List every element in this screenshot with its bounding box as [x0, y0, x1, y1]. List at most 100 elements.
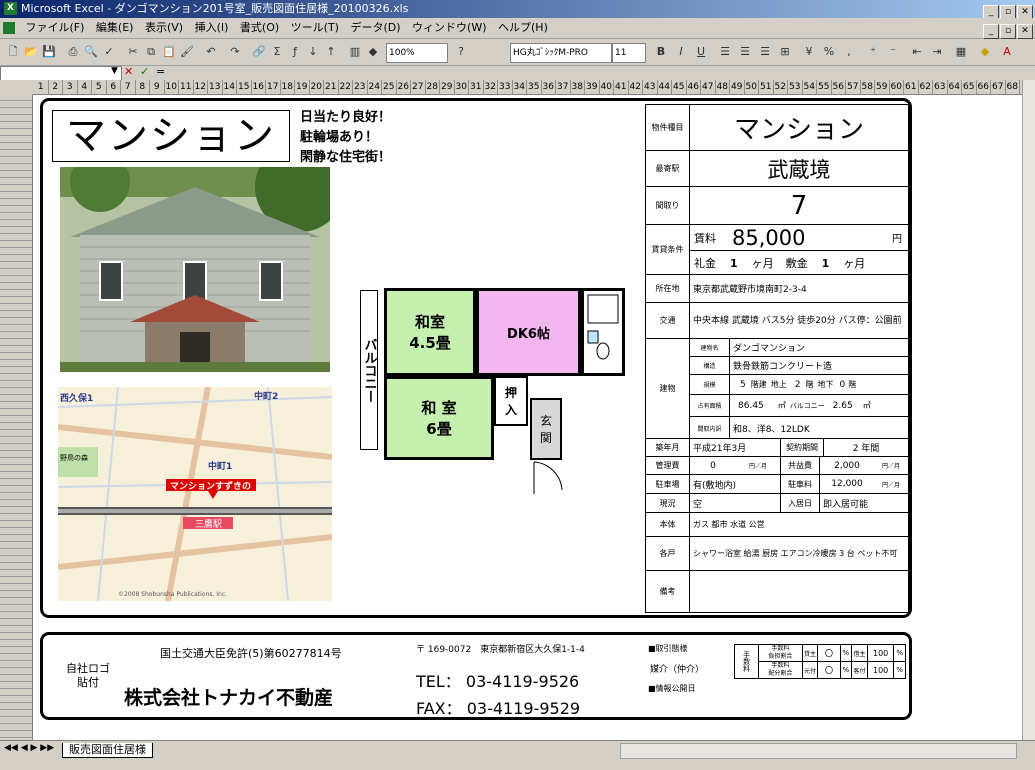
- column-header[interactable]: 37: [556, 80, 571, 94]
- column-header[interactable]: 58: [861, 80, 875, 94]
- column-header[interactable]: 22: [339, 80, 353, 94]
- doc-restore-button[interactable]: ▫: [1000, 24, 1016, 39]
- print-preview-icon[interactable]: 🔍: [84, 45, 98, 58]
- column-header[interactable]: 62: [919, 80, 933, 94]
- redo-icon[interactable]: ↷: [230, 45, 240, 58]
- column-header[interactable]: 6: [107, 80, 121, 94]
- column-header[interactable]: 26: [397, 80, 411, 94]
- font-name-select[interactable]: HG丸ｺﾞｼｯｸM-PRO: [510, 43, 612, 63]
- name-box[interactable]: [0, 66, 122, 81]
- column-header[interactable]: 10: [165, 80, 179, 94]
- menu-insert[interactable]: 挿入(I): [194, 21, 229, 34]
- menu-window[interactable]: ウィンドウ(W): [412, 21, 487, 34]
- increase-decimal-icon[interactable]: ⁺: [870, 45, 876, 58]
- column-header[interactable]: 12: [194, 80, 208, 94]
- undo-icon[interactable]: ↶: [206, 45, 216, 58]
- font-size-select[interactable]: 11: [612, 43, 646, 63]
- sheet-tab-active[interactable]: 販売図面住居様: [62, 743, 153, 758]
- column-header[interactable]: 1: [34, 80, 49, 94]
- column-header[interactable]: 21: [324, 80, 339, 94]
- column-header[interactable]: 23: [353, 80, 368, 94]
- column-header[interactable]: 39: [585, 80, 600, 94]
- doc-minimize-button[interactable]: _: [983, 24, 999, 39]
- column-header[interactable]: 64: [948, 80, 962, 94]
- vertical-scrollbar[interactable]: [1022, 80, 1035, 740]
- column-header[interactable]: 30: [455, 80, 469, 94]
- column-header[interactable]: 43: [643, 80, 658, 94]
- column-header[interactable]: 13: [208, 80, 223, 94]
- decrease-decimal-icon[interactable]: ⁻: [890, 45, 896, 58]
- column-header[interactable]: 66: [977, 80, 991, 94]
- column-header[interactable]: 15: [237, 80, 252, 94]
- column-header[interactable]: 19: [295, 80, 310, 94]
- column-header[interactable]: 9: [150, 80, 165, 94]
- name-box-dropdown-icon[interactable]: ▼: [111, 66, 118, 76]
- paste-icon[interactable]: 📋: [162, 45, 176, 58]
- cut-icon[interactable]: ✂: [128, 45, 138, 58]
- menu-file[interactable]: ファイル(F): [25, 21, 85, 34]
- column-header[interactable]: 14: [223, 80, 237, 94]
- save-icon[interactable]: 💾: [42, 45, 56, 58]
- restore-button[interactable]: ▫: [1000, 5, 1016, 20]
- column-header[interactable]: 33: [498, 80, 513, 94]
- column-header[interactable]: 29: [440, 80, 455, 94]
- open-icon[interactable]: 📂: [24, 45, 38, 58]
- column-header[interactable]: 45: [672, 80, 687, 94]
- column-header[interactable]: 52: [774, 80, 788, 94]
- autosum-icon[interactable]: Σ: [273, 45, 281, 58]
- column-header[interactable]: 48: [716, 80, 730, 94]
- sort-desc-icon[interactable]: ↑: [326, 45, 336, 58]
- column-header[interactable]: 63: [933, 80, 948, 94]
- column-header[interactable]: 5: [92, 80, 107, 94]
- increase-indent-icon[interactable]: ⇥: [932, 45, 942, 58]
- column-header[interactable]: 3: [63, 80, 78, 94]
- column-header[interactable]: 36: [542, 80, 556, 94]
- bold-button[interactable]: B: [656, 45, 666, 58]
- drawing-icon[interactable]: ◆: [368, 45, 378, 58]
- column-header[interactable]: 68: [1006, 80, 1020, 94]
- menu-view[interactable]: 表示(V): [144, 21, 184, 34]
- column-header[interactable]: 54: [803, 80, 817, 94]
- column-header[interactable]: 59: [875, 80, 890, 94]
- tab-scroll-buttons-icon[interactable]: ◀◀ ◀ ▶ ▶▶: [4, 743, 55, 753]
- column-header[interactable]: 55: [817, 80, 832, 94]
- spellcheck-icon[interactable]: ✓: [104, 45, 114, 58]
- currency-icon[interactable]: ¥: [805, 45, 813, 58]
- column-header[interactable]: 41: [614, 80, 629, 94]
- column-header[interactable]: 32: [484, 80, 498, 94]
- column-header[interactable]: 11: [179, 80, 194, 94]
- formula-equals-button[interactable]: =: [156, 65, 166, 78]
- copy-icon[interactable]: ⧉: [147, 45, 155, 58]
- column-header[interactable]: 31: [469, 80, 484, 94]
- underline-button[interactable]: U: [696, 45, 706, 58]
- column-header[interactable]: 50: [745, 80, 759, 94]
- column-header[interactable]: 16: [252, 80, 266, 94]
- column-header[interactable]: 49: [730, 80, 745, 94]
- column-header[interactable]: 40: [600, 80, 614, 94]
- menu-help[interactable]: ヘルプ(H): [498, 21, 548, 34]
- column-header[interactable]: 4: [78, 80, 92, 94]
- excel-doc-icon[interactable]: [3, 22, 15, 34]
- column-header[interactable]: 8: [136, 80, 150, 94]
- print-icon[interactable]: ⎙: [68, 45, 78, 58]
- menu-data[interactable]: データ(D): [350, 21, 401, 34]
- align-center-icon[interactable]: ☰: [740, 45, 750, 58]
- align-right-icon[interactable]: ☰: [760, 45, 770, 58]
- help-icon[interactable]: ?: [458, 45, 464, 58]
- zoom-select[interactable]: 100%: [386, 43, 448, 63]
- horizontal-scrollbar[interactable]: [620, 743, 1017, 759]
- column-header[interactable]: 7: [121, 80, 136, 94]
- column-header[interactable]: 24: [368, 80, 382, 94]
- formula-enter-button[interactable]: ✓: [140, 65, 150, 78]
- column-header[interactable]: 17: [266, 80, 281, 94]
- font-color-icon[interactable]: A: [1003, 45, 1011, 58]
- column-header[interactable]: 44: [658, 80, 672, 94]
- column-header[interactable]: 38: [571, 80, 585, 94]
- column-header[interactable]: 60: [890, 80, 904, 94]
- new-icon[interactable]: 🗋: [8, 45, 18, 58]
- column-header[interactable]: 34: [513, 80, 527, 94]
- column-header[interactable]: 47: [701, 80, 716, 94]
- format-painter-icon[interactable]: 🖌: [180, 45, 194, 58]
- column-header[interactable]: 51: [759, 80, 774, 94]
- comma-icon[interactable]: ,: [847, 45, 851, 58]
